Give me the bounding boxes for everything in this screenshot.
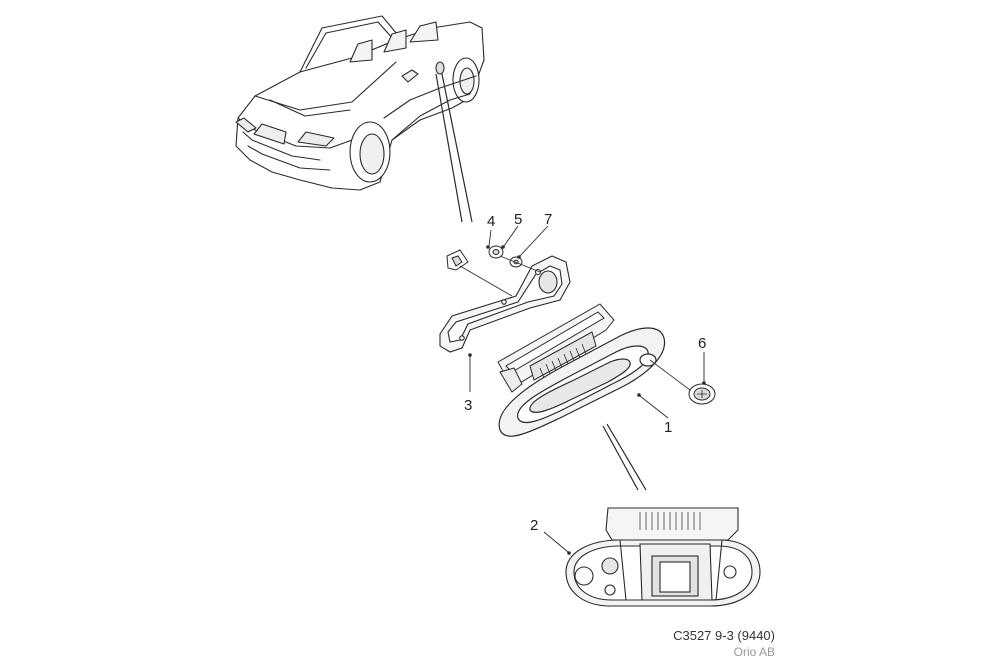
leader-dots: [468, 245, 706, 555]
pointer-car-to-handle: [435, 73, 473, 223]
callout-3: 3: [464, 397, 472, 414]
part-5-nut: [488, 245, 504, 259]
handle-mechanism: [497, 303, 615, 393]
part-4-clip: [446, 249, 469, 271]
callout-1: 1: [664, 419, 672, 436]
pointer-handle-to-detail: [602, 423, 647, 491]
part-1-outer-handle: [498, 327, 666, 437]
assembly-guide-lines: [459, 255, 541, 297]
diagram-reference-code: C3527 9-3 (9440): [673, 628, 775, 643]
part-2-handle-rear-view: [565, 507, 761, 607]
car-illustration: [235, 15, 485, 191]
leader-lines: [469, 225, 705, 553]
callout-6: 6: [698, 335, 706, 352]
callout-2: 2: [530, 517, 538, 534]
callout-4: 4: [487, 213, 495, 230]
callout-7: 7: [544, 211, 552, 228]
copyright-owner: Orio AB: [733, 645, 775, 659]
part-3-handle-frame: [439, 255, 571, 353]
part-6-lock-cap: [688, 383, 716, 405]
lock-guide-line: [649, 359, 691, 391]
callout-5: 5: [514, 211, 522, 228]
